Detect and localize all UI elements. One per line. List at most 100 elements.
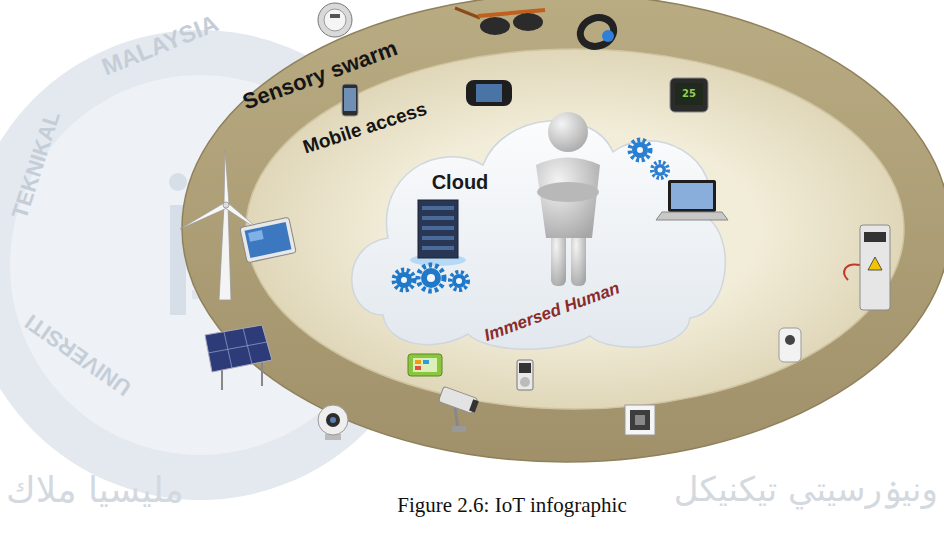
music-player-part <box>517 360 533 390</box>
ev-charger <box>844 225 890 310</box>
smart-meter <box>318 3 352 37</box>
gear-cluster-part <box>394 270 414 290</box>
inner-ellipse-band-fill <box>246 49 904 409</box>
cctv-camera-part <box>455 408 458 428</box>
human-figure-part <box>548 112 588 152</box>
cloud-server-part <box>422 206 454 210</box>
motion-sensor <box>779 328 801 362</box>
human-figure-part <box>536 158 600 239</box>
webcam-part <box>326 413 340 427</box>
solar-panel-part <box>208 342 267 353</box>
sensor-chip-part <box>625 405 655 435</box>
handheld-console-part <box>476 84 502 102</box>
laptop <box>656 180 728 220</box>
smart-watch-part <box>576 13 618 51</box>
motion-sensor-part <box>785 335 795 345</box>
smartphone <box>342 84 358 116</box>
music-player-part <box>519 363 531 373</box>
gear-pair-part <box>652 162 668 178</box>
thermostat-part <box>670 78 708 112</box>
kids-tablet-part <box>415 366 421 370</box>
gear-pair-part <box>637 147 643 153</box>
cloud-shape-fill <box>352 121 726 350</box>
gear-pair-part <box>658 168 663 173</box>
webcam <box>318 405 348 440</box>
smart-meter-part <box>318 3 352 37</box>
gear-cluster <box>394 265 468 291</box>
thermostat-part <box>675 83 703 105</box>
kids-tablet-part <box>415 360 421 364</box>
cloud-server-part <box>422 236 454 240</box>
gear-cluster-part <box>421 268 441 288</box>
smart-watch-part <box>602 30 614 42</box>
outer-ellipse-band-fill <box>182 0 944 462</box>
sensor-chip-part <box>630 410 650 430</box>
tablet-part <box>248 230 264 242</box>
cctv-camera-part-part <box>469 399 479 412</box>
human-figure-part <box>537 182 599 202</box>
handheld-console-part <box>466 80 512 106</box>
cloud-server <box>410 200 466 266</box>
smartphone-part <box>344 88 356 111</box>
watermark-jawi: مليسيا ملاك <box>6 469 184 510</box>
smart-glasses-part <box>513 13 543 31</box>
cloud-server-part <box>422 226 454 230</box>
ev-charger-part <box>868 257 882 270</box>
gear-cluster-part <box>456 278 462 284</box>
wind-turbine-part <box>223 202 229 208</box>
wind-turbine-part <box>219 205 231 300</box>
solar-panel-part <box>221 368 223 390</box>
cloud-label: Cloud <box>432 171 489 194</box>
smart-glasses-part <box>480 17 510 35</box>
smart-watch <box>576 13 618 51</box>
seal-mark <box>169 173 187 191</box>
cctv-camera-part <box>452 426 466 432</box>
gear-pair <box>630 140 668 178</box>
music-player-part <box>520 377 530 387</box>
wind-turbine-part <box>180 203 227 229</box>
watermark-jawi: ونيۏرسيتي تيكنيكل <box>674 470 938 509</box>
smart-meter-part <box>330 14 340 18</box>
figure-caption: Figure 2.6: IoT infographic <box>393 493 630 517</box>
gear-pair-part <box>654 164 666 176</box>
sensor-chip <box>625 405 655 435</box>
tablet <box>240 217 296 263</box>
solar-panel-part <box>261 360 263 386</box>
thermostat <box>670 78 708 112</box>
gear-cluster-part <box>418 265 444 291</box>
gear-cluster-part <box>401 277 407 283</box>
tablet-part <box>245 222 292 258</box>
motion-sensor-part <box>779 328 801 362</box>
laptop-part <box>671 183 713 209</box>
solar-panel-part <box>205 325 272 372</box>
smartphone-part <box>342 84 358 116</box>
ev-charger-part <box>844 264 860 280</box>
smart-glasses-part <box>455 8 480 18</box>
kids-tablet-part <box>423 360 429 364</box>
webcam-part <box>330 417 336 423</box>
laptop-part <box>656 212 728 220</box>
laptop-part <box>668 180 716 212</box>
thermostat-reading: 25 <box>682 88 696 100</box>
human-figure <box>536 112 600 286</box>
handheld-console <box>466 80 512 106</box>
cloud-server-part <box>422 216 454 220</box>
cloud-server-part <box>422 246 454 250</box>
kids-tablet-part <box>408 354 442 376</box>
ev-charger-part <box>860 225 890 310</box>
music-player <box>517 360 533 390</box>
cctv-camera <box>438 386 479 432</box>
smart-meter-part <box>324 9 346 31</box>
cloud-shape: CloudImmersed Human <box>338 100 728 355</box>
sensor-chip-part <box>635 415 645 425</box>
ev-charger-part <box>864 232 886 242</box>
gear-pair-part <box>630 140 650 160</box>
gear-cluster-part <box>452 274 466 288</box>
webcam-part <box>318 405 348 435</box>
kids-tablet <box>408 354 442 376</box>
cctv-camera-part <box>438 386 479 414</box>
gear-cluster-part <box>450 272 468 290</box>
cloud-server-part <box>418 200 458 258</box>
